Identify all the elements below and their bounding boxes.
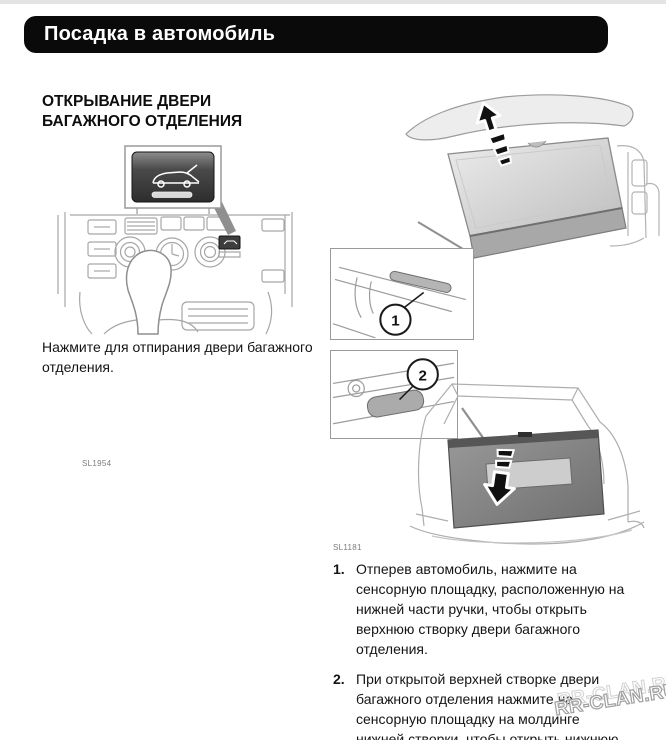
dashboard-lineart (57, 212, 293, 335)
handle-detail: 1 (332, 266, 467, 339)
figure-code-label: SL1181 (333, 543, 362, 552)
callout-1-leader (401, 291, 425, 311)
figure-tailgate-lower (392, 380, 666, 545)
tailgate-latch (518, 432, 532, 437)
chapter-title: Посадка в автомобиль (44, 23, 276, 45)
step-number: 1. (333, 561, 345, 577)
callout-2-number: 2 (419, 367, 427, 384)
handle-lineart (332, 266, 467, 339)
touchpad-2 (366, 389, 425, 418)
band-edge (469, 207, 623, 237)
callout-2-circle (406, 358, 439, 391)
tailgate-top-strip (448, 430, 599, 448)
molding-detail: 2 (332, 358, 455, 425)
button-inset (124, 145, 222, 214)
inset1-leader-line (417, 221, 469, 253)
figure-code-label: SL1954 (82, 459, 112, 468)
gear-shifter (125, 249, 172, 335)
step-item-1: 1. Отперев автомобиль, нажмите на сенсор… (333, 560, 631, 659)
step-text: Отперев автомобиль, нажмите на сенсорную… (356, 561, 625, 657)
figure-caption: Нажмите для отпирания двери багажного от… (42, 339, 313, 376)
tailgate-open-car-icon (152, 164, 200, 188)
page-top-edge (0, 0, 666, 4)
step-item-2: 2. При открытой верхней створке двери ба… (333, 670, 631, 740)
button-lower-pill (151, 191, 193, 198)
lower-tailgate-illustration (409, 383, 645, 545)
chapter-header: Посадка в автомобиль (24, 16, 608, 53)
glass-inner-frame (455, 144, 613, 229)
section-heading: ОТКРЫВАНИЕ ДВЕРИ БАГАЖНОГО ОТДЕЛЕНИЯ (42, 93, 243, 131)
figure-tailgate-upper (392, 88, 666, 259)
step-text: При открытой верхней створке двери багаж… (356, 671, 619, 740)
steps-list: 1. Отперев автомобиль, нажмите на сенсор… (333, 560, 631, 740)
up-arrow-icon (475, 101, 513, 167)
step-number: 2. (333, 671, 345, 688)
tailgate-release-button (218, 235, 241, 250)
glass-notch (527, 140, 547, 148)
down-arrow-icon (483, 448, 516, 506)
upper-tailgate-illustration (405, 94, 660, 259)
vehicle-rear-lines (409, 383, 645, 545)
touchpad-1 (389, 270, 452, 293)
inset-handle-touchpad: 1 (330, 248, 474, 340)
inset-molding-touchpad: 2 (330, 350, 458, 439)
dashboard-illustration (57, 145, 293, 335)
vehicle-body-lines (609, 145, 660, 247)
opened-roof-panel (405, 94, 634, 141)
figure-dashboard: SL1954 (40, 142, 328, 468)
watermark: RR-CLAN.RU RR-CLAN.RU (553, 671, 666, 721)
callout-1-number: 1 (391, 313, 399, 330)
callout-1-circle (379, 303, 412, 336)
